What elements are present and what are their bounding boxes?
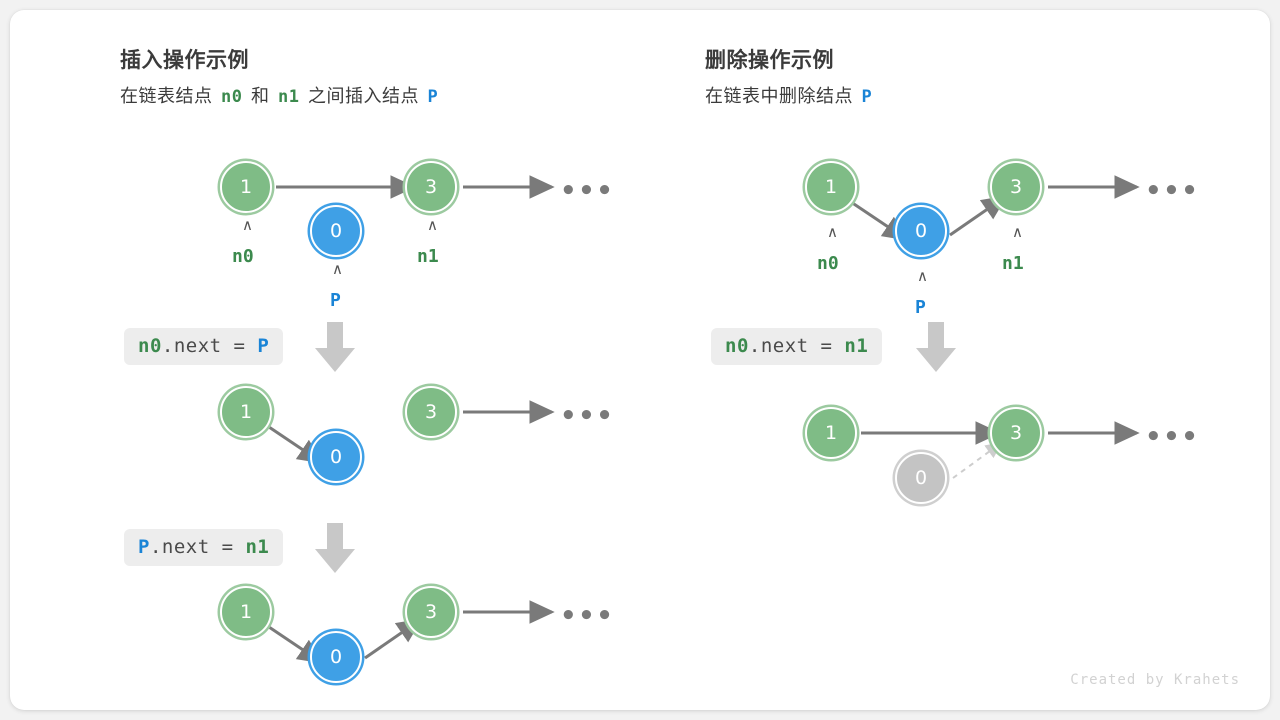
panel-remove: 删除操作示例 在链表中删除结点 P 1 ∧ n0 0 ∧ P 3 ∧ n1 ••… [705, 10, 1265, 710]
node-p-deleted: 0 [895, 452, 947, 504]
tail-dots-remove-row1: ••• [1145, 176, 1200, 206]
tail-dots-row3: ••• [560, 601, 615, 631]
tail-dots-row2: ••• [560, 401, 615, 431]
tail-dots-remove-row2: ••• [1145, 422, 1200, 452]
node-n1-row2: 3 [405, 386, 457, 438]
caret-p-remove: ∧ [917, 267, 928, 285]
pointer-label-n0-remove: n0 [817, 253, 839, 274]
pointer-label-n0-row1: n0 [232, 246, 254, 267]
panel-remove-subtitle: 在链表中删除结点 P [705, 82, 875, 108]
pointer-label-n1-remove: n1 [1002, 253, 1024, 274]
link-ghost-p-n1 [952, 441, 1003, 479]
panel-insert-subtitle: 在链表结点 n0 和 n1 之间插入结点 P [120, 82, 441, 108]
panel-remove-title: 删除操作示例 [705, 49, 834, 72]
code-mid-1: .next = [161, 335, 258, 357]
subtitle-text-1: 在链表结点 [120, 86, 213, 106]
caret-n0-remove: ∧ [827, 223, 838, 241]
node-p-row2: 0 [310, 431, 362, 483]
caret-n1-row1: ∧ [427, 216, 438, 234]
node-n1-row1: 3 [405, 161, 457, 213]
step-arrow-insert-2 [315, 523, 355, 573]
caret-p-row1: ∧ [332, 260, 343, 278]
node-n0-remove-row1: 1 [805, 161, 857, 213]
node-n1-remove-row1: 3 [990, 161, 1042, 213]
node-n0-row3: 1 [220, 586, 272, 638]
panel-insert: 插入操作示例 在链表结点 n0 和 n1 之间插入结点 P [120, 10, 680, 710]
pointer-label-p-row1: P [330, 290, 341, 311]
code-chip-remove-step1: n0.next = n1 [711, 328, 883, 365]
subtitle-text-2: 和 [251, 86, 270, 106]
node-n0-remove-row2: 1 [805, 407, 857, 459]
subtitle-ref-n1: n1 [278, 87, 300, 107]
watermark: Created by Krahets [1070, 672, 1240, 688]
remove-subtitle-text: 在链表中删除结点 [705, 86, 853, 106]
code-chip-insert-step2: P.next = n1 [124, 529, 284, 566]
code-chip-insert-step1: n0.next = P [124, 328, 284, 365]
pointer-label-n1-row1: n1 [417, 246, 439, 267]
remove-subtitle-ref-p: P [861, 87, 873, 107]
remove-code-mid: .next = [748, 335, 845, 357]
node-n0-row2: 1 [220, 386, 272, 438]
code-rhs-1: P [257, 335, 270, 357]
step-arrow-remove-1 [916, 322, 956, 372]
code-lhs-2: P [138, 536, 150, 558]
node-p-row3: 0 [310, 631, 362, 683]
node-n1-row3: 3 [405, 586, 457, 638]
pointer-label-p-remove: P [915, 297, 926, 318]
code-mid-2: .next = [149, 536, 246, 558]
subtitle-text-3: 之间插入结点 [308, 86, 420, 106]
subtitle-ref-p: P [427, 87, 439, 107]
subtitle-ref-n0: n0 [221, 87, 243, 107]
node-p-remove-row1: 0 [895, 205, 947, 257]
remove-code-lhs: n0 [725, 335, 749, 357]
tail-dots-row1: ••• [560, 176, 615, 206]
node-p-row1: 0 [310, 205, 362, 257]
step-arrow-insert-1 [315, 322, 355, 372]
remove-code-rhs: n1 [844, 335, 869, 357]
panel-insert-title: 插入操作示例 [120, 49, 249, 72]
node-n0-row1: 1 [220, 161, 272, 213]
code-rhs-2: n1 [245, 536, 270, 558]
code-lhs-1: n0 [138, 335, 162, 357]
caret-n0-row1: ∧ [242, 216, 253, 234]
diagram-card: 插入操作示例 在链表结点 n0 和 n1 之间插入结点 P [10, 10, 1270, 710]
node-n1-remove-row2: 3 [990, 407, 1042, 459]
caret-n1-remove: ∧ [1012, 223, 1023, 241]
